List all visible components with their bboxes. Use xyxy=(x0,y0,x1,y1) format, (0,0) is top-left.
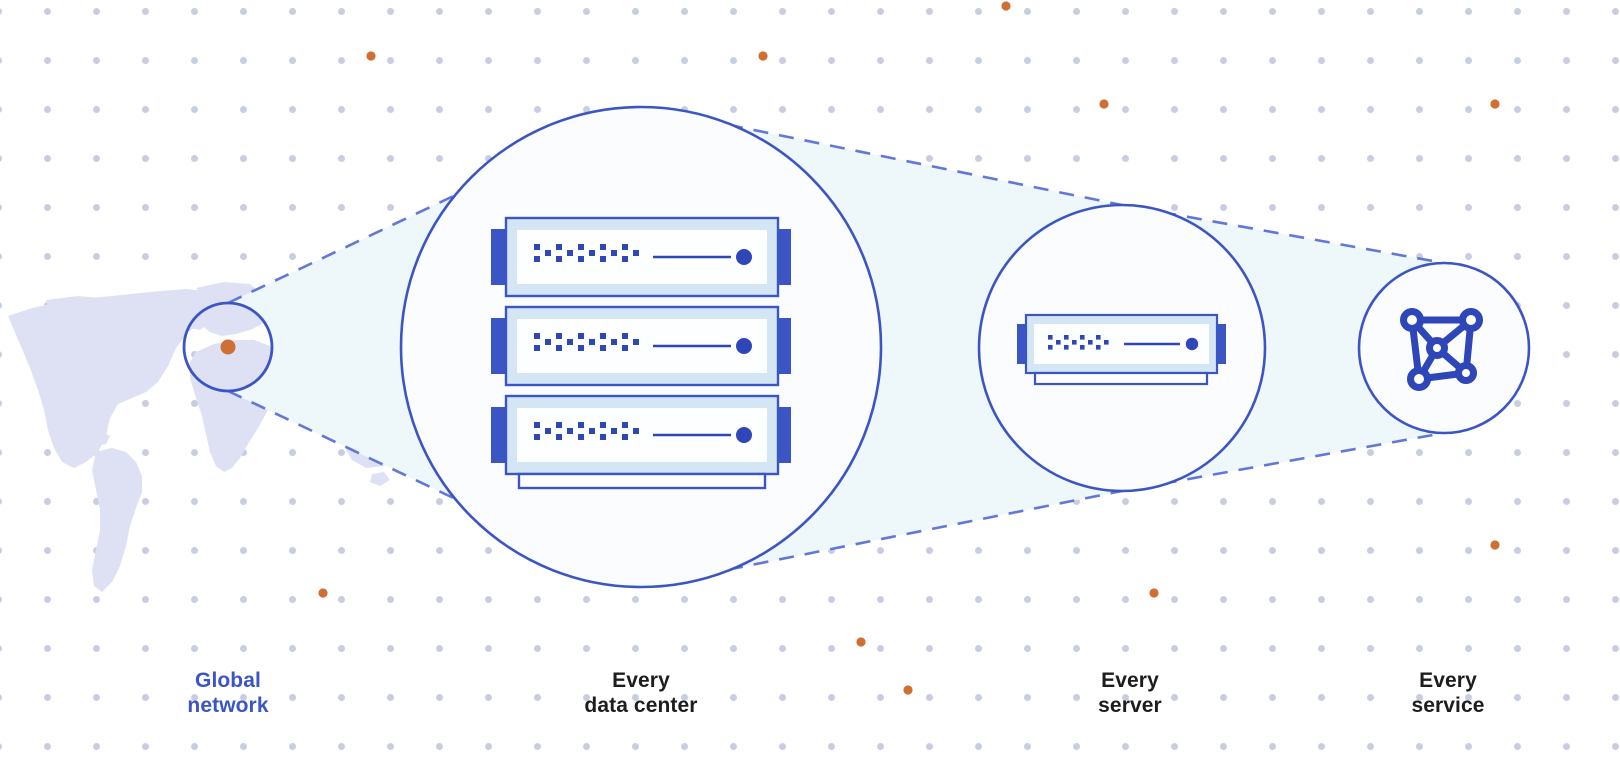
orange-dot xyxy=(1490,99,1500,109)
funnel-dashed-guides xyxy=(227,105,1445,589)
server-indicator-lights xyxy=(534,333,639,351)
orange-dot xyxy=(758,51,768,61)
server-rack-icon xyxy=(491,216,791,490)
server-status-dot xyxy=(736,249,752,265)
server-indicator-lights xyxy=(534,422,639,440)
server-side-tab-left xyxy=(491,318,509,374)
map-location-pin-dot xyxy=(220,339,236,355)
server-rack-unit xyxy=(491,216,791,298)
server-side-tab-left xyxy=(491,229,509,285)
orange-dot xyxy=(856,637,866,647)
server-indicator-lights xyxy=(1048,335,1109,350)
server-status-dot xyxy=(736,427,752,443)
orange-dot xyxy=(1099,99,1109,109)
orange-dot xyxy=(1001,1,1011,11)
server-side-tab-left xyxy=(491,407,509,463)
server-status-dot xyxy=(1185,337,1199,351)
mesh-node-top-right xyxy=(1459,308,1483,332)
server-rack-base xyxy=(517,472,767,490)
stage-label-service: Every service xyxy=(1411,669,1485,717)
stage-label-data-center: Every data center xyxy=(584,669,698,717)
orange-dot xyxy=(1149,588,1159,598)
server-rack-unit xyxy=(491,305,791,387)
mesh-node-bottom-left xyxy=(1407,367,1431,391)
dashed-line-upper xyxy=(227,105,1445,305)
mesh-node-bottom-right xyxy=(1455,362,1477,384)
mesh-node-center xyxy=(1426,337,1448,359)
server-unit-icon xyxy=(1017,313,1226,386)
orange-accent-dots xyxy=(318,1,1500,695)
orange-dot xyxy=(366,51,376,61)
server-rack-unit xyxy=(491,394,791,476)
orange-dot xyxy=(903,685,913,695)
orange-dot xyxy=(318,588,328,598)
server-unit-base xyxy=(1033,371,1209,386)
server-status-dot xyxy=(736,338,752,354)
server-indicator-lights xyxy=(534,244,639,262)
mesh-node-top-left xyxy=(1400,308,1424,332)
circle-global-network xyxy=(182,301,274,393)
dashed-line-lower xyxy=(227,389,1445,589)
stage-label-global-network: Global network xyxy=(187,669,269,717)
stage-label-server: Every server xyxy=(1098,669,1162,717)
network-mesh-nodes xyxy=(1400,308,1483,391)
orange-dot xyxy=(1490,540,1500,550)
